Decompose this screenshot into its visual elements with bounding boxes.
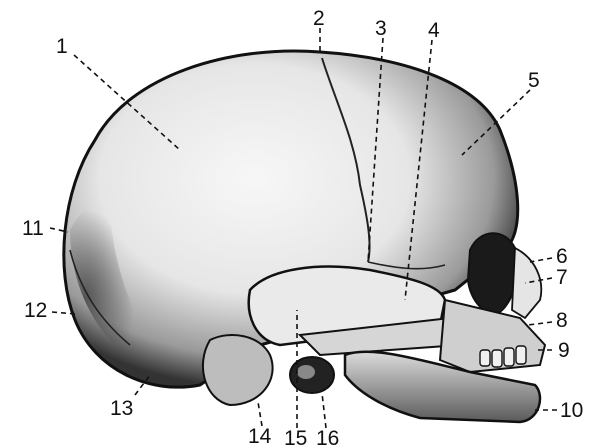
label-3: 3 bbox=[375, 18, 387, 39]
label-13: 13 bbox=[110, 398, 133, 419]
label-15: 15 bbox=[284, 428, 307, 446]
label-2: 2 bbox=[313, 8, 325, 29]
label-16: 16 bbox=[316, 428, 339, 446]
mastoid-region bbox=[203, 335, 273, 405]
label-5: 5 bbox=[528, 70, 540, 91]
label-9: 9 bbox=[558, 340, 570, 361]
nasal-bone bbox=[512, 248, 541, 318]
label-12: 12 bbox=[24, 300, 47, 321]
label-6: 6 bbox=[556, 246, 568, 267]
label-7: 7 bbox=[556, 267, 568, 288]
orbit bbox=[468, 233, 518, 313]
label-8: 8 bbox=[556, 310, 568, 331]
label-10: 10 bbox=[560, 400, 583, 421]
label-4: 4 bbox=[428, 20, 440, 41]
label-1: 1 bbox=[56, 36, 68, 57]
label-14: 14 bbox=[248, 426, 271, 446]
label-11: 11 bbox=[22, 218, 44, 239]
